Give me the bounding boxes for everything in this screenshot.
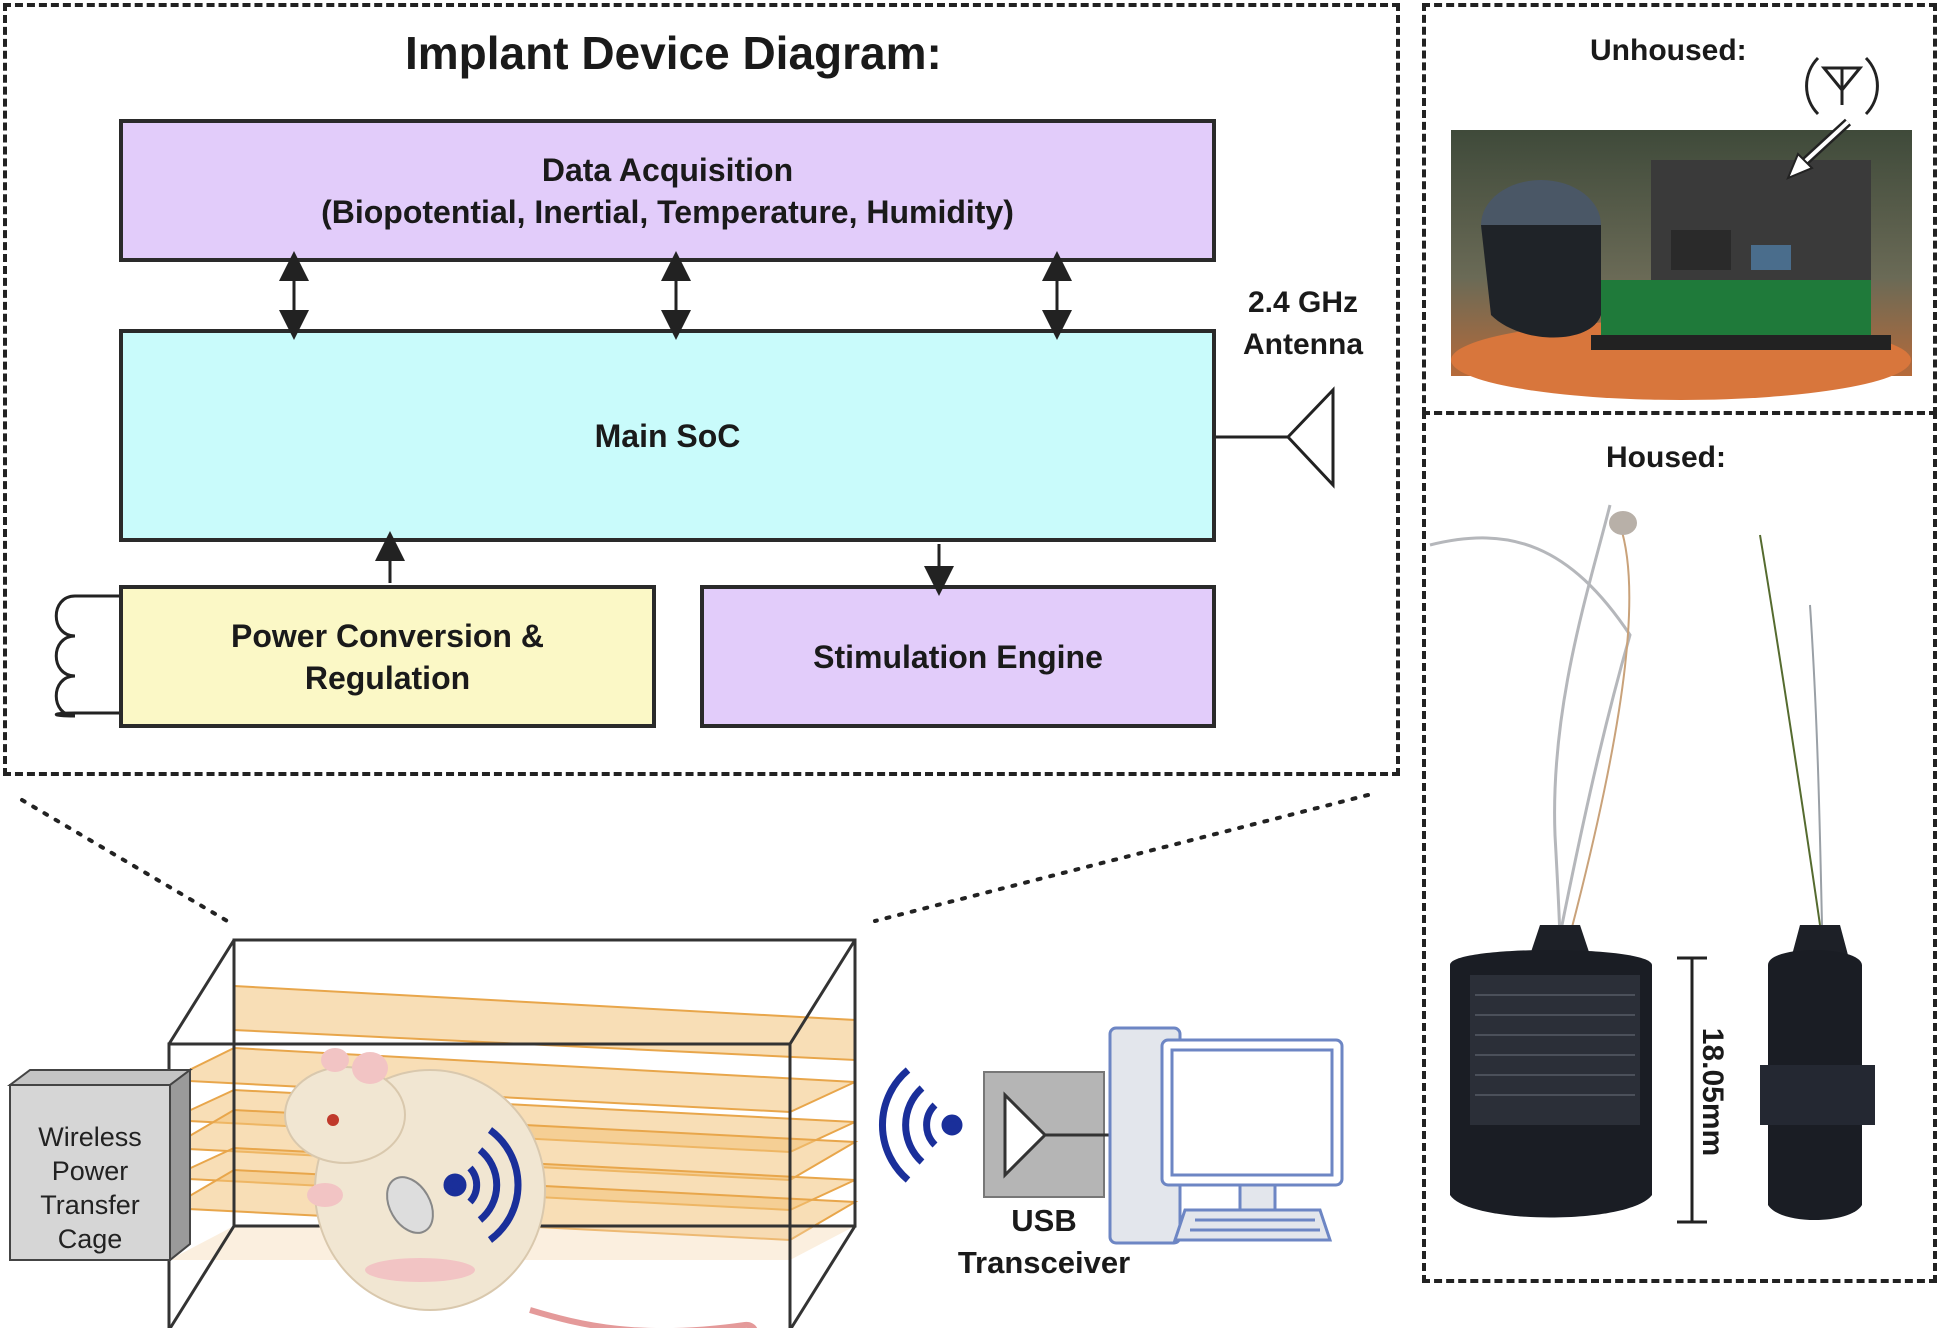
antenna-callout xyxy=(1786,56,1879,180)
computer-icon xyxy=(1108,1026,1344,1245)
unhoused-device-photo xyxy=(1451,130,1912,400)
usb-label-line2: Transceiver xyxy=(957,1245,1131,1280)
data-acquisition-subtitle: (Biopotential, Inertial, Temperature, Hu… xyxy=(321,193,1014,230)
main-soc-block: Main SoC xyxy=(119,329,1216,542)
housed-label: Housed: xyxy=(1606,441,1726,474)
scale-bar-label: 18.05mm xyxy=(1696,1027,1729,1157)
diagram-title: Implant Device Diagram: xyxy=(405,27,942,79)
implant-wifi-icon xyxy=(443,1127,522,1243)
housed-device-photo-side xyxy=(1759,534,1875,1220)
transceiver-wifi-icon xyxy=(878,1067,963,1183)
wireless-power-line1: Wireless xyxy=(38,1122,142,1152)
power-conversion-line2: Regulation xyxy=(304,659,471,696)
diagram-connectors xyxy=(54,251,1335,718)
stimulation-engine-label: Stimulation Engine xyxy=(813,638,1103,675)
wireless-power-label: Wireless Power Transfer Cage xyxy=(10,1120,170,1256)
main-soc-label: Main SoC xyxy=(594,417,741,454)
scale-bar xyxy=(1677,956,1707,1224)
implant-diagram-panel xyxy=(3,3,1400,776)
usb-transceiver-device xyxy=(983,1071,1150,1198)
cage-setup-illustration xyxy=(7,938,1344,1328)
power-conversion-line1: Power Conversion & xyxy=(231,617,544,654)
antenna-icon xyxy=(1285,386,1335,489)
housed-device-photo-front xyxy=(1429,504,1652,1218)
housed-panel xyxy=(1422,411,1937,1283)
unhoused-label: Unhoused: xyxy=(1590,34,1747,67)
wireless-power-box xyxy=(7,1068,193,1263)
stimulation-engine-block: Stimulation Engine xyxy=(700,585,1216,728)
inductor-coil-icon xyxy=(54,594,119,718)
usb-transceiver-label: USB Transceiver xyxy=(944,1200,1144,1284)
antenna-label-line2: Antenna xyxy=(1243,328,1363,361)
usb-label-line1: USB xyxy=(1011,1203,1077,1238)
wireless-power-line4: Cage xyxy=(57,1224,123,1254)
data-acquisition-block: Data Acquisition (Biopotential, Inertial… xyxy=(119,119,1216,262)
power-conversion-block: Power Conversion & Regulation xyxy=(119,585,656,728)
wireless-power-line2: Power xyxy=(51,1156,129,1186)
data-acquisition-title: Data Acquisition xyxy=(541,151,794,188)
rat-icon xyxy=(284,1048,758,1328)
antenna-label: 2.4 GHz Antenna xyxy=(1228,282,1378,366)
wireless-power-line3: Transfer xyxy=(40,1190,140,1220)
antenna-label-line1: 2.4 GHz xyxy=(1247,286,1359,319)
